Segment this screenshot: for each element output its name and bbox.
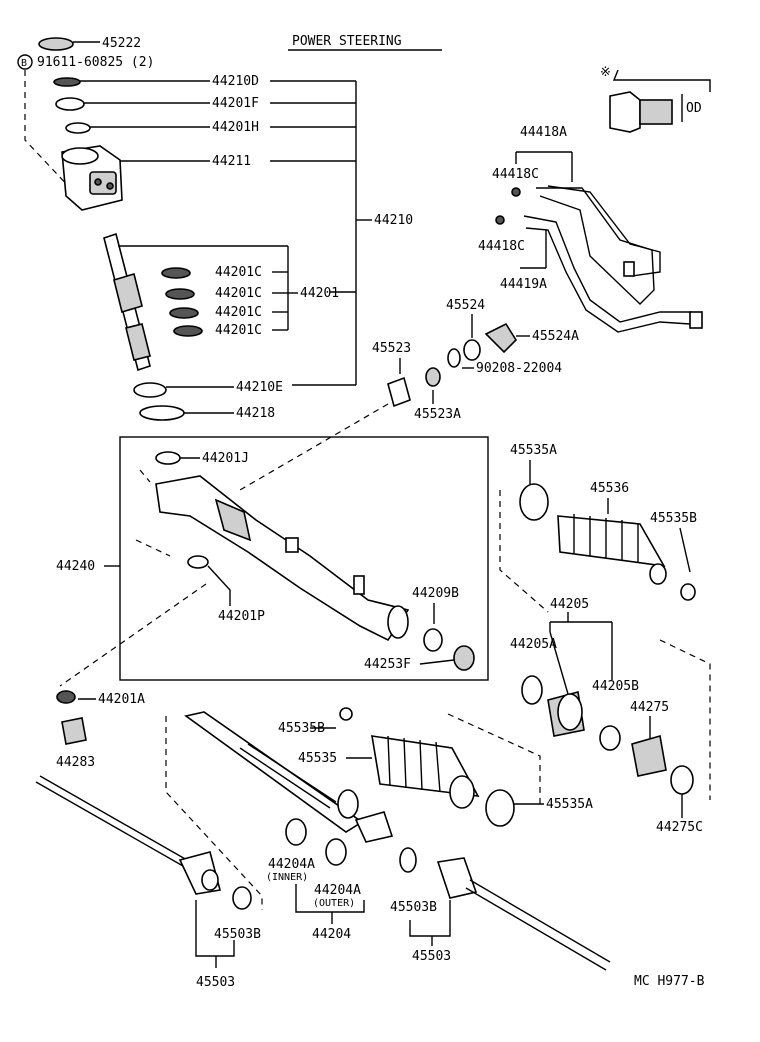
part-44201A: 44201A (56, 690, 145, 707)
label-44201: 44201 (300, 286, 339, 301)
bolt-marker: B (21, 58, 27, 69)
part-44218: 44218 (139, 405, 275, 421)
label-45535: 45535 (298, 751, 337, 766)
label-44201C-3: 44201C (215, 305, 262, 320)
tie-rod-right-45503: 45503B 45503 (390, 847, 611, 971)
label-44201C-2: 44201C (215, 286, 262, 301)
label-44201C-1: 44201C (215, 265, 262, 280)
part-44283: 44283 (56, 717, 95, 770)
label-44419A: 44419A (500, 277, 547, 292)
od-label: OD (686, 101, 702, 116)
label-45535B-mid: 45535B (278, 721, 325, 736)
label-44283: 44283 (56, 755, 95, 770)
footer-code: MC H977-B (634, 974, 705, 989)
label-44418A: 44418A (520, 125, 567, 140)
label-45535A-top: 45535A (510, 443, 557, 458)
part-44210E: 44210E (133, 380, 283, 398)
label-44205: 44205 (550, 597, 589, 612)
label-44210: 44210 (374, 213, 413, 228)
bushing-group-44205: 44205 44205A 44205B 44275 44275C (447, 597, 711, 835)
label-44204A-inner: 44204A (268, 857, 315, 872)
label-90208-22004: 90208-22004 (476, 361, 562, 376)
label-45535A-mid: 45535A (546, 797, 593, 812)
rack-bushing-44204: 44204A (INNER) 44204A (OUTER) 44204 (266, 818, 365, 942)
label-44210D: 44210D (212, 74, 259, 89)
label-45503-right: 45503 (412, 949, 451, 964)
rack-housing-assembly-44240: 44240 44201J 44201P 44209B 44253F (56, 436, 489, 687)
label-44201A: 44201A (98, 692, 145, 707)
part-pinion-shaft (103, 232, 288, 372)
label-44275C: 44275C (656, 820, 703, 835)
label-44240: 44240 (56, 559, 95, 574)
part-45222: 45222 (38, 36, 141, 51)
note-symbol: ※ (600, 65, 611, 80)
parts-45524: 45524 45524A 90208-22004 (446, 298, 579, 376)
group-44201C: 44201C 44201C 44201C 44201C 44201 (161, 246, 339, 338)
part-44201H: 44201H (65, 120, 259, 135)
label-44205A: 44205A (510, 637, 557, 652)
label-45535B-top: 45535B (650, 511, 697, 526)
label-44210E: 44210E (236, 380, 283, 395)
label-45503B-left: 45503B (214, 927, 261, 942)
label-44204: 44204 (312, 927, 351, 942)
label-44209B: 44209B (412, 586, 459, 601)
parts-45523: 45523 45523A (239, 341, 461, 491)
diagram-title: POWER STEERING (292, 34, 402, 49)
label-44204A-outer-note: (OUTER) (313, 898, 355, 909)
label-44204A-outer: 44204A (314, 883, 361, 898)
rack-shaft (165, 711, 394, 910)
label-44275: 44275 (630, 700, 669, 715)
label-44218: 44218 (236, 406, 275, 421)
label-45536: 45536 (590, 481, 629, 496)
label-45524A: 45524A (532, 329, 579, 344)
boot-45535: 45535B 45535 45535A (278, 707, 593, 827)
label-45523: 45523 (372, 341, 411, 356)
label-44418C-2: 44418C (478, 239, 525, 254)
label-44205B: 44205B (592, 679, 639, 694)
tubes-44418A-44419A: 44418A 44418C 44418C 44419A (478, 125, 703, 333)
label-44201C-4: 44201C (215, 323, 262, 338)
label-45524: 45524 (446, 298, 485, 313)
label-44201J: 44201J (202, 451, 249, 466)
label-45503B-right: 45503B (390, 900, 437, 915)
label-44418C-1: 44418C (492, 167, 539, 182)
label-44211: 44211 (212, 154, 251, 169)
bracket-44210: 44210 (270, 80, 413, 386)
label-45222: 45222 (102, 36, 141, 51)
part-44210D: 44210D (53, 74, 259, 89)
boot-group-45536: 45535A 45536 45535B (499, 443, 697, 613)
label-45523A: 45523A (414, 407, 461, 422)
label-44253F: 44253F (364, 657, 411, 672)
part-91611: B 91611-60825 (2) (17, 54, 154, 191)
label-91611-60825: 91611-60825 (2) (37, 55, 154, 70)
part-44201F: 44201F (55, 96, 259, 111)
label-44204A-inner-note: (INNER) (266, 872, 308, 883)
label-44201H: 44201H (212, 120, 259, 135)
label-44201F: 44201F (212, 96, 259, 111)
od-inset: ※ OD (600, 65, 711, 133)
part-44211-valve-housing: 44211 (61, 145, 251, 211)
label-44201P: 44201P (218, 609, 265, 624)
label-45503-left: 45503 (196, 975, 235, 990)
tie-rod-left-45503: 45503B 45503 (35, 775, 261, 990)
